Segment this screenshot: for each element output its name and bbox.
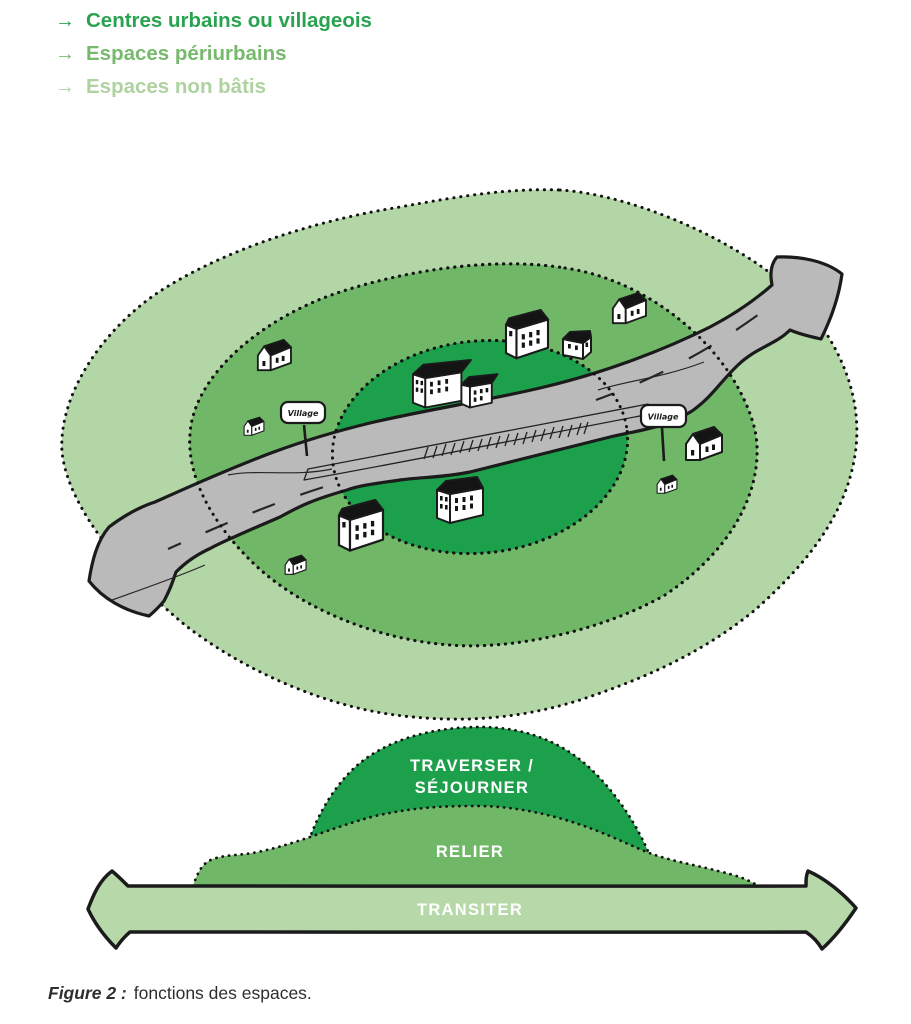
- village-sign-text: Village: [648, 413, 679, 422]
- functions-diagram: TRAVERSER / SÉJOURNER RELIER TRANSITER: [86, 725, 858, 951]
- label-relier: RELIER: [436, 843, 504, 861]
- road-centerline-dashes: [111, 311, 763, 601]
- zone-borders-overlay: [188, 262, 759, 648]
- figure-caption-prefix: Figure 2 :: [48, 983, 127, 1003]
- legend-item-espaces-non-batis: → Espaces non bâtis: [55, 75, 372, 99]
- label-traverser-sejourner-line1: TRAVERSER /: [410, 757, 534, 775]
- village-sign-text: Village: [288, 409, 319, 418]
- village-sign-right: Village: [639, 403, 688, 462]
- legend-label: Centres urbains ou villageois: [86, 9, 372, 32]
- functions-mound-relier-fill: [193, 806, 758, 886]
- figure-caption: Figure 2 : fonctions des espaces.: [48, 983, 312, 1004]
- legend-label: Espaces périurbains: [86, 42, 287, 65]
- arrow-right-icon: →: [55, 10, 75, 32]
- arrow-right-icon: →: [55, 43, 75, 65]
- village-signs: Village Village: [279, 400, 688, 462]
- house: [562, 330, 592, 360]
- house: [436, 476, 484, 524]
- legend: → Centres urbains ou villageois → Espace…: [55, 9, 372, 99]
- legend-label: Espaces non bâtis: [86, 75, 267, 98]
- functions-mound-relier-border: [191, 804, 760, 888]
- legend-item-espaces-periurbains: → Espaces périurbains: [55, 42, 372, 66]
- crosswalk-hatching: [423, 421, 589, 460]
- label-transiter: TRANSITER: [417, 901, 523, 919]
- figure-caption-text: fonctions des espaces.: [133, 983, 312, 1003]
- label-traverser-sejourner-line2: SÉJOURNER: [415, 778, 529, 797]
- legend-item-centres-urbains: → Centres urbains ou villageois: [55, 9, 372, 33]
- village-sign-left: Village: [279, 400, 327, 457]
- arrow-right-icon: →: [55, 76, 75, 98]
- functions-arrow-transiter: [86, 869, 858, 951]
